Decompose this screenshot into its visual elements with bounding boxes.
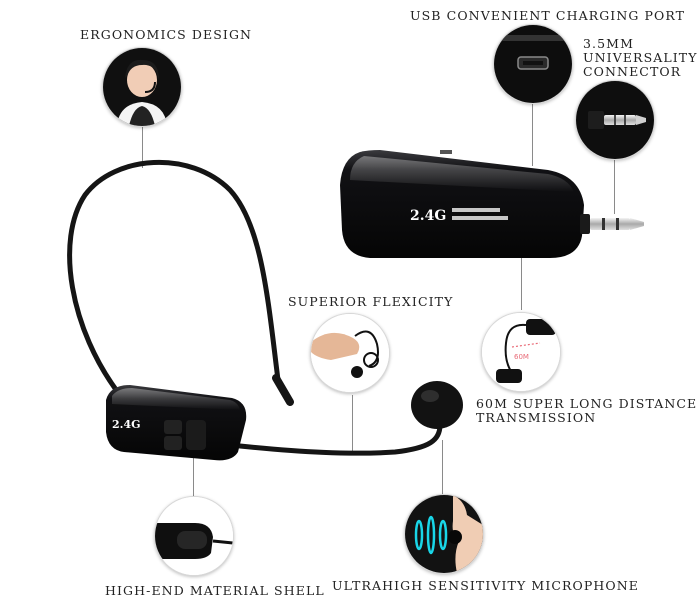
connector-label-line1: 3.5MM	[583, 36, 634, 51]
ergonomics-design-label: ERGONOMICS DESIGN	[80, 27, 253, 42]
usb-port-inset	[493, 24, 573, 104]
flexicity-label: SUPERIOR FLEXICITY	[288, 294, 454, 309]
leader-line-connector	[614, 156, 615, 214]
headband-wire	[67, 160, 281, 398]
headband-tip	[272, 374, 294, 406]
leader-line-shell	[193, 440, 194, 496]
transmitter-brand-text: 2.4G	[112, 418, 141, 431]
connector-label-line2: UNIVERSALITY	[583, 50, 698, 65]
leader-line-microphone	[442, 440, 443, 496]
distance-mark-text: 60M	[514, 353, 529, 361]
material-shell-label: HIGH-END MATERIAL SHELL	[105, 583, 325, 598]
distance-label-line2: TRANSMISSION	[476, 410, 597, 425]
receiver-unit: 2.4G	[340, 150, 584, 258]
microphone-foam	[411, 381, 463, 429]
usb-port-label: USB CONVENIENT CHARGING PORT	[410, 8, 686, 23]
connector-inset	[575, 80, 655, 160]
mic-boom-cable	[237, 422, 443, 456]
material-shell-inset	[154, 496, 234, 576]
microphone-inset	[404, 494, 484, 574]
leader-line-flexicity	[352, 395, 353, 455]
leader-line-distance	[521, 258, 522, 310]
leader-line-usb	[532, 92, 533, 166]
ergonomics-inset	[102, 47, 182, 127]
distance-inset: 60M	[481, 312, 561, 392]
flexicity-inset	[310, 313, 390, 393]
connector-label-line3: CONNECTOR	[583, 64, 682, 79]
receiver-brand-text: 2.4G	[410, 208, 446, 224]
leader-line-ergonomics	[142, 110, 143, 168]
distance-label-line1: 60M SUPER LONG DISTANCE	[476, 396, 698, 411]
audio-jack-plug	[580, 214, 644, 234]
transmitter-unit: 2.4G	[106, 385, 247, 461]
microphone-label: ULTRAHIGH SENSITIVITY MICROPHONE	[332, 578, 640, 593]
